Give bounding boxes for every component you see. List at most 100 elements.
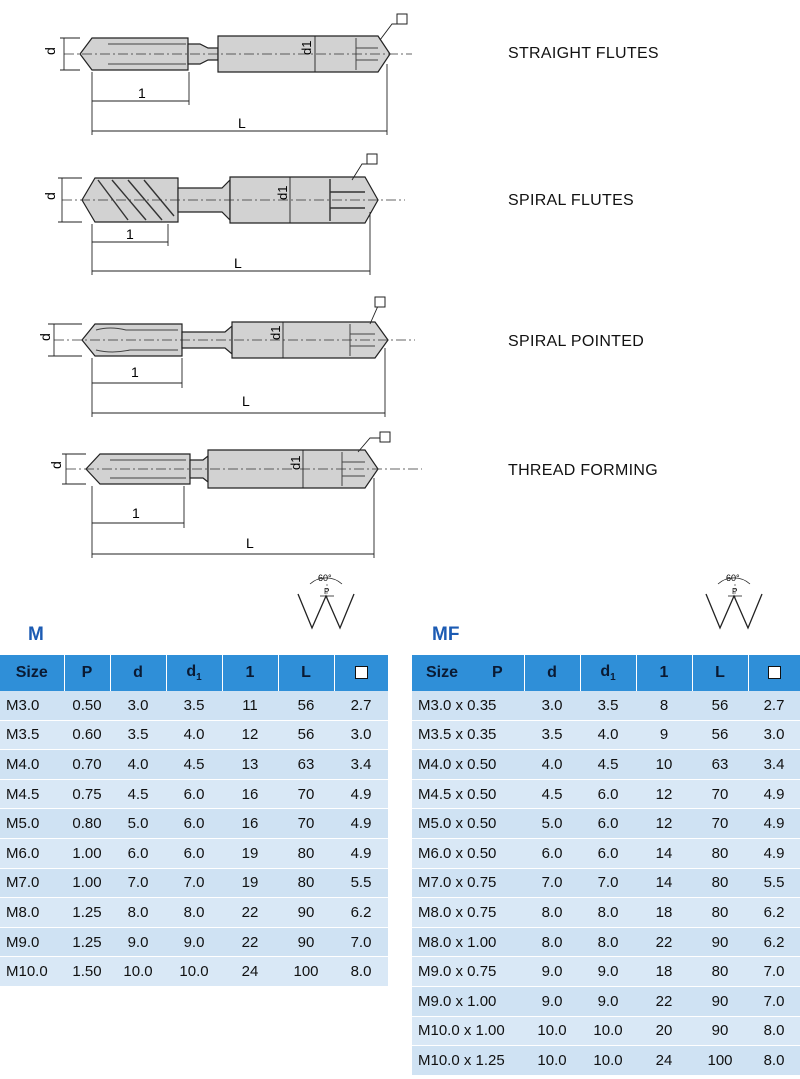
value-cell: 8.0 [580,897,636,928]
value-cell: 8.0 [524,927,580,958]
m-table-title: M [28,624,44,645]
value-cell: 19 [222,838,278,869]
svg-text:d: d [37,333,53,341]
value-cell: 6.0 [166,808,222,839]
value-cell: 6.0 [524,838,580,869]
value-cell: 10.0 [524,1016,580,1047]
col-d: d [110,655,167,691]
size-cell: M10.0 [0,956,64,987]
value-cell: 7.0 [110,868,166,899]
value-cell: 6.2 [748,927,800,958]
value-cell: 7.0 [580,868,636,899]
value-cell: 70 [278,779,334,810]
svg-text:d1: d1 [288,456,303,470]
value-cell: 7.0 [166,868,222,899]
value-cell: 4.9 [334,808,388,839]
svg-text:1: 1 [126,226,134,242]
value-cell: 8.0 [524,897,580,928]
value-cell: 19 [222,868,278,899]
value-cell: 0.60 [64,720,110,751]
value-cell: 6.0 [580,779,636,810]
value-cell: 6.0 [166,838,222,869]
svg-text:60°: 60° [726,573,740,583]
value-cell: 8.0 [166,897,222,928]
value-cell: 3.5 [166,691,222,721]
value-cell: 4.5 [110,779,166,810]
size-cell: M10.0 x 1.00 [412,1016,524,1047]
value-cell: 56 [278,720,334,751]
thread-forming-diagram: d d1 1 L [48,431,422,558]
value-cell: 4.0 [524,749,580,780]
col-1: 1 [222,655,279,691]
value-cell: 12 [636,779,692,810]
value-cell: 90 [278,897,334,928]
value-cell: 5.0 [110,808,166,839]
size-cell: M4.0 [0,749,64,780]
size-cell: M6.0 x 0.50 [412,838,524,869]
size-cell: M4.5 x 0.50 [412,779,524,810]
value-cell: 8 [636,691,692,721]
value-cell: 1.25 [64,927,110,958]
value-cell: 9.0 [524,986,580,1017]
value-cell: 1.50 [64,956,110,987]
value-cell: 24 [636,1045,692,1076]
value-cell: 6.0 [110,838,166,869]
value-cell: 4.9 [748,808,800,839]
value-cell: 7.0 [748,956,800,987]
size-cell: M8.0 [0,897,64,928]
value-cell: 0.80 [64,808,110,839]
value-cell: 12 [636,808,692,839]
value-cell: 80 [692,838,748,869]
value-cell: 8.0 [580,927,636,958]
value-cell: 3.0 [110,691,166,721]
table-header-row: Size P d d1 1 L [0,655,389,691]
value-cell: 22 [636,927,692,958]
value-cell: 70 [692,779,748,810]
value-cell: 7.0 [524,868,580,899]
value-cell: 80 [278,838,334,869]
value-cell: 70 [278,808,334,839]
thread-forming-label: THREAD FORMING [508,462,658,479]
value-cell: 22 [222,927,278,958]
svg-text:60°: 60° [318,573,332,583]
value-cell: 10.0 [580,1045,636,1076]
value-cell: 6.0 [580,838,636,869]
value-cell: 90 [278,927,334,958]
dim-d-label: d [42,47,58,55]
value-cell: 6.2 [748,897,800,928]
square-drive-icon [354,666,368,680]
value-cell: 9.0 [580,956,636,987]
size-cell: M8.0 x 0.75 [412,897,524,928]
value-cell: 4.9 [748,779,800,810]
col-L: L [278,655,335,691]
size-cell: M5.0 x 0.50 [412,808,524,839]
mf-table-title: MF [432,624,460,645]
size-cell: M5.0 [0,808,64,839]
value-cell: 4.0 [110,749,166,780]
svg-text:1: 1 [131,364,139,380]
value-cell: 10.0 [580,1016,636,1047]
col-d: d [524,655,581,691]
value-cell: 7.0 [748,986,800,1017]
value-cell: 2.7 [334,691,388,721]
value-cell: 4.5 [166,749,222,780]
size-cell: M3.5 [0,720,64,751]
col-square [748,655,800,691]
value-cell: 0.70 [64,749,110,780]
value-cell: 1.00 [64,868,110,899]
size-cell: M8.0 x 1.00 [412,927,524,958]
col-d1: d1 [166,655,223,691]
value-cell: 70 [692,808,748,839]
value-cell: 90 [692,927,748,958]
size-cell: M7.0 x 0.75 [412,868,524,899]
value-cell: 2.7 [748,691,800,721]
